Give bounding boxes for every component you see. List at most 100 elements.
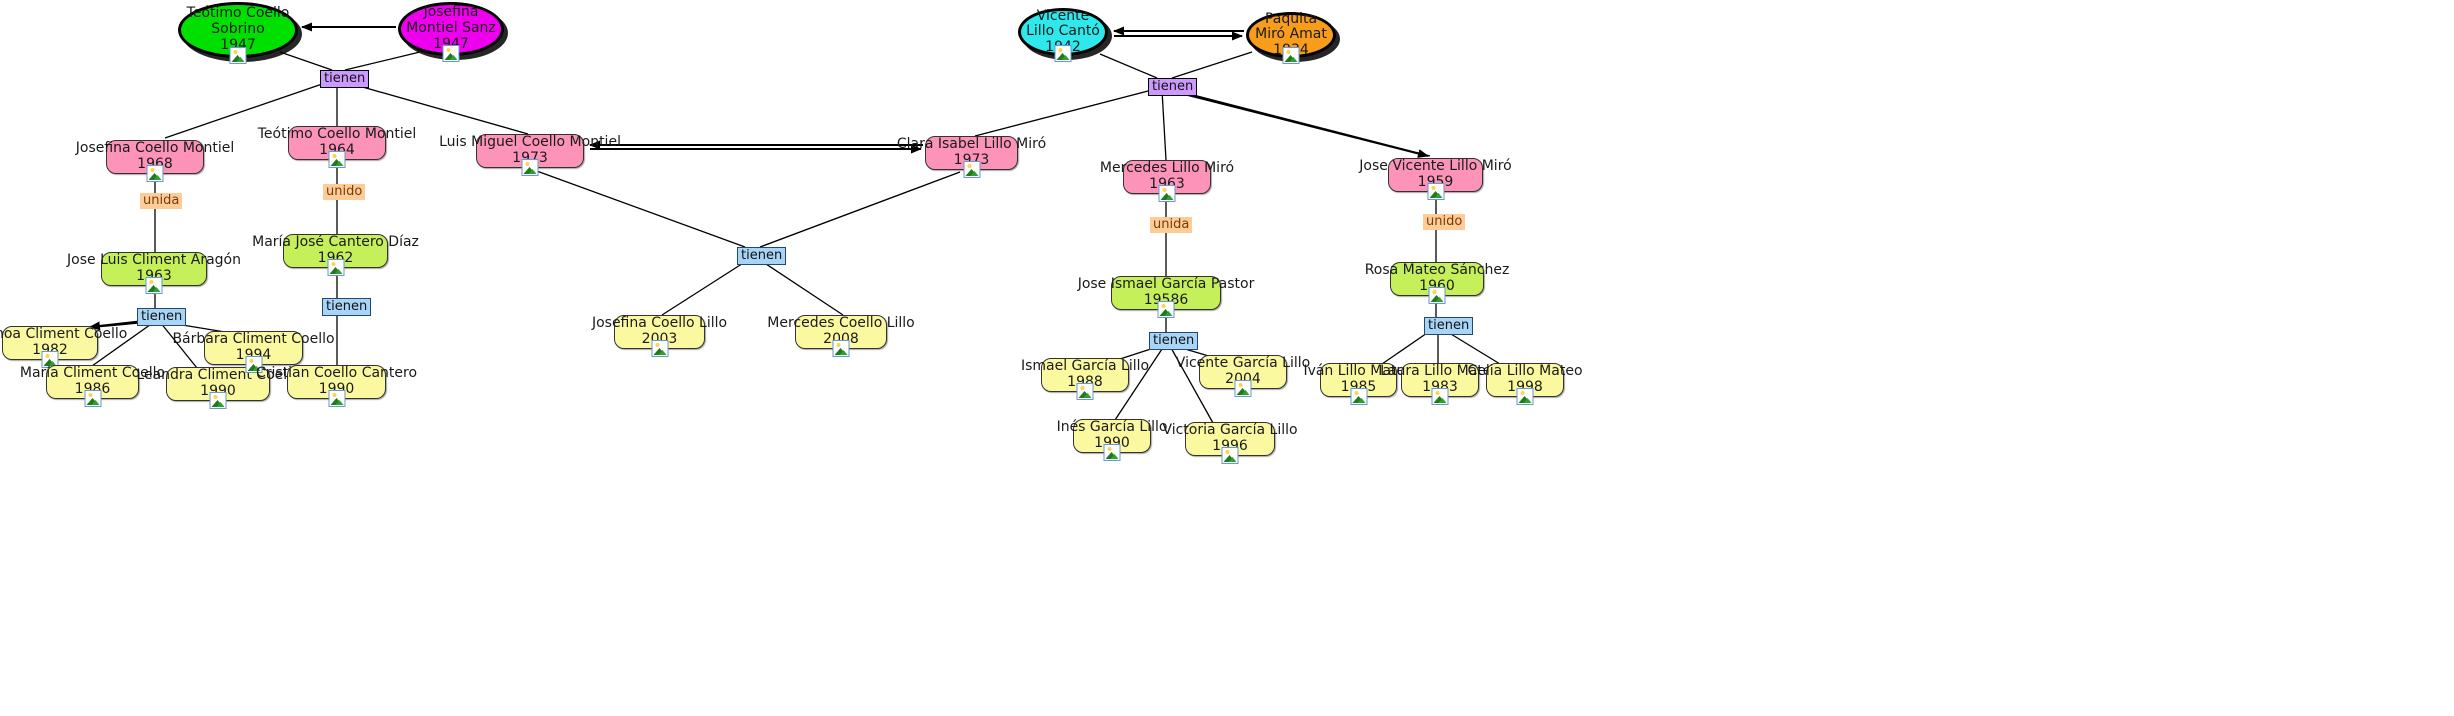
person-name: Paquita Miró Amat <box>1255 10 1327 43</box>
person-name: Celia Lillo Mateo <box>1467 363 1583 380</box>
relation-label-rel_tienen_4[interactable]: tienen <box>322 298 372 316</box>
photo-icon[interactable] <box>327 259 344 276</box>
photo-icon[interactable] <box>1516 388 1534 405</box>
person-node-vicente_canto[interactable]: Vicente Lillo Cantó1942 <box>1018 8 1108 62</box>
photo-icon[interactable] <box>442 45 460 62</box>
photo-icon[interactable] <box>1428 287 1446 304</box>
relation-label-rel_unido_2[interactable]: unido <box>1423 214 1466 230</box>
person-name: Vicente García Lillo <box>1175 355 1311 372</box>
person-year: 1964 <box>319 142 355 158</box>
person-year: 1985 <box>1340 379 1377 395</box>
photo-icon[interactable] <box>1282 47 1300 64</box>
relation-label-rel_tienen_2[interactable]: tienen <box>1148 78 1198 96</box>
person-name: Josefina Montiel Sanz <box>406 4 496 37</box>
person-name: Josefina Coello Lillo <box>591 315 728 332</box>
photo-icon[interactable] <box>1234 380 1252 397</box>
person-name: Teótimo Coello Sobrino <box>186 5 290 38</box>
photo-icon[interactable] <box>145 277 163 294</box>
person-name: Jose Luis Climent Aragón <box>67 252 241 269</box>
person-name: Luis Miguel Coello Montiel <box>439 134 621 151</box>
person-node-paquita_amat[interactable]: Paquita Miró Amat1934 <box>1246 10 1336 64</box>
photo-icon[interactable] <box>209 392 227 409</box>
person-year: 1947 <box>220 36 256 53</box>
person-year: 1988 <box>1067 374 1103 390</box>
person-name: María Climent Coello <box>19 365 166 382</box>
person-year: 1996 <box>1212 438 1248 454</box>
relation-label-rel_tienen_1[interactable]: tienen <box>320 70 370 88</box>
photo-icon[interactable] <box>1221 447 1239 464</box>
photo-icon[interactable] <box>1431 388 1449 405</box>
person-year: 1986 <box>74 381 111 397</box>
person-name: Cristian Coello Cantero <box>255 365 418 382</box>
photo-icon[interactable] <box>84 390 101 407</box>
person-name: Josefina Coello Montiel <box>75 140 235 157</box>
person-year: 1947 <box>433 35 469 52</box>
photo-icon[interactable] <box>1157 301 1175 318</box>
person-year: 1973 <box>953 152 990 168</box>
person-year: 1983 <box>1422 379 1458 395</box>
photo-icon[interactable] <box>832 340 850 357</box>
photo-icon[interactable] <box>1076 383 1094 400</box>
photo-icon[interactable] <box>328 390 345 407</box>
edge-arrow <box>1175 91 1429 158</box>
person-name: Bárbara Climent Coello <box>172 331 335 348</box>
person-year: 1963 <box>1149 176 1185 192</box>
person-year: 1982 <box>32 342 68 358</box>
person-name: Rosa Mateo Sánchez <box>1364 262 1510 279</box>
relation-label-rel_tienen_3[interactable]: tienen <box>137 308 187 326</box>
relation-label-rel_unida_1[interactable]: unida <box>140 193 183 209</box>
photo-icon[interactable] <box>1103 444 1121 461</box>
person-name: Teótimo Coello Montiel <box>257 126 417 143</box>
photo-icon[interactable] <box>1350 388 1367 405</box>
person-year: 1994 <box>235 347 272 363</box>
person-year: 1990 <box>1094 435 1130 451</box>
photo-icon[interactable] <box>651 340 668 357</box>
person-year: 1990 <box>200 383 236 399</box>
person-year: 1990 <box>318 381 355 397</box>
person-year: 1962 <box>317 250 354 266</box>
photo-icon[interactable] <box>1427 183 1444 200</box>
photo-icon[interactable] <box>245 356 262 373</box>
relation-label-rel_tienen_6[interactable]: tienen <box>1149 332 1199 350</box>
relation-label-rel_tienen_5[interactable]: tienen <box>737 247 787 265</box>
relation-label-rel_tienen_7[interactable]: tienen <box>1424 317 1474 335</box>
photo-icon[interactable] <box>1054 45 1072 62</box>
photo-icon[interactable] <box>146 165 164 182</box>
relation-label-rel_unida_2[interactable]: unida <box>1150 217 1193 233</box>
person-name: Laura Lillo Mateo <box>1380 363 1500 380</box>
photo-icon[interactable] <box>963 161 980 178</box>
photo-icon[interactable] <box>41 351 59 368</box>
person-name: Clara Isabel Lillo Miró <box>896 136 1047 153</box>
photo-icon[interactable] <box>1158 185 1176 202</box>
photo-icon[interactable] <box>328 151 346 168</box>
relation-label-rel_unido_1[interactable]: unido <box>323 184 366 200</box>
photo-icon[interactable] <box>229 47 247 64</box>
photo-icon[interactable] <box>521 159 539 176</box>
